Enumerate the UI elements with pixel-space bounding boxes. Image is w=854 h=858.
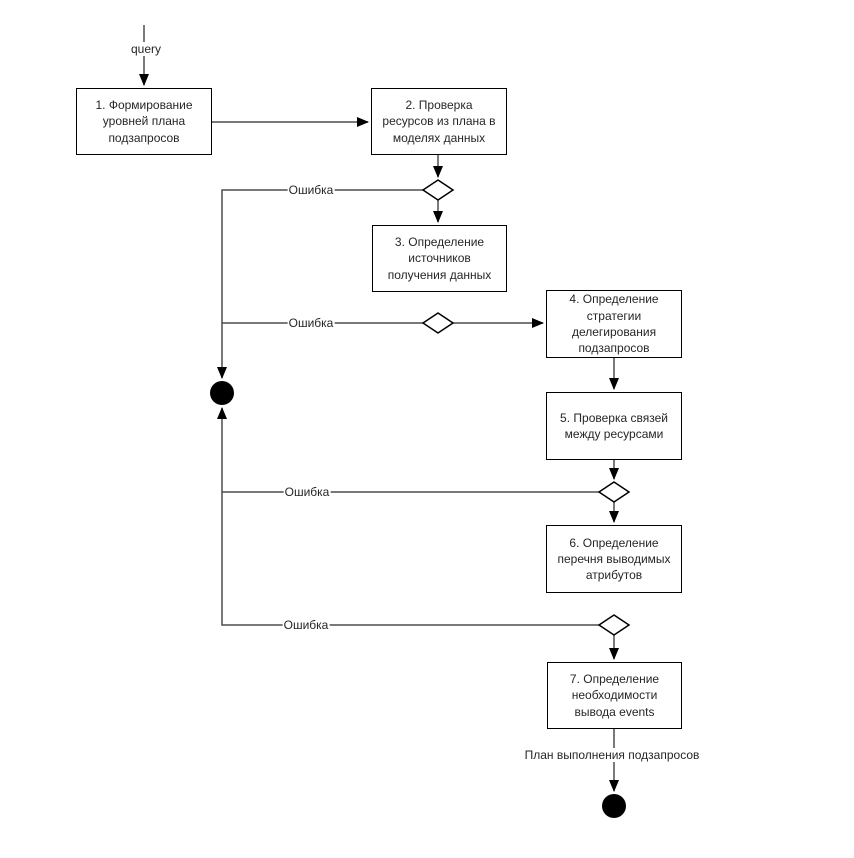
edge-label-final: План выполнения подзапросов [523,748,701,762]
activity-step-5: 5. Проверка связей между ресурсами [546,392,682,460]
final-node [602,794,626,818]
activity-step-6: 6. Определение перечня выводимых атрибут… [546,525,682,593]
edge-label-error-4: Ошибка [282,618,330,632]
error-final-node [210,381,234,405]
edge-label-error-2: Ошибка [287,316,335,330]
edge-decision1-to-error-final [217,189,423,379]
decision-diamond-4 [597,614,631,636]
activity-step-1: 1. Формирование уровней плана подзапросо… [76,88,212,155]
activity-step-7: 7. Определение необходимости вывода even… [547,662,682,729]
edge-label-query: query [129,42,163,56]
decision-diamond-2 [421,312,455,334]
decision-diamond-1 [421,179,455,201]
activity-step-2: 2. Проверка ресурсов из плана в моделях … [371,88,507,155]
edge-decision4-to-error-final [221,492,599,626]
decision-diamond-3 [597,481,631,503]
edge-label-error-1: Ошибка [287,183,335,197]
edge-decision3-to-error-final [217,407,599,493]
activity-step-3: 3. Определение источников получения данн… [372,225,507,292]
edge-label-error-3: Ошибка [283,485,331,499]
activity-step-4: 4. Определение стратегии делегирования п… [546,290,682,358]
